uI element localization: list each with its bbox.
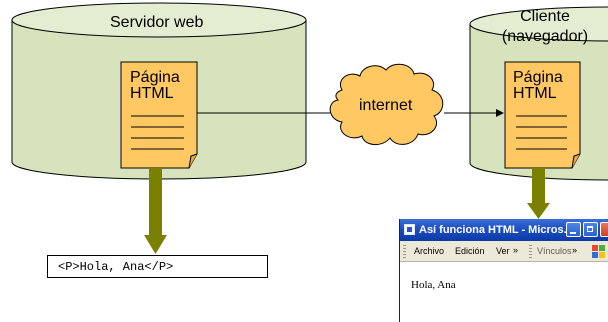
close-button[interactable] [600, 222, 608, 237]
connector-arrowhead [496, 109, 504, 117]
server-label: Servidor web [110, 14, 204, 31]
client-label-line1: Cliente [520, 8, 570, 25]
menu-edicion[interactable]: Edición [455, 246, 485, 256]
ie-page-icon [404, 224, 415, 235]
client-label-line2: (navegador) [501, 28, 589, 45]
windows-logo-icon [592, 245, 605, 258]
client-down-arrow [527, 168, 550, 219]
client-page-document [504, 61, 581, 169]
menu-archivo[interactable]: Archivo [414, 246, 445, 256]
server-page-document [120, 61, 198, 169]
menu-vinculos[interactable]: Vínculos [537, 246, 572, 256]
html-code-box: <P>Hola, Ana</P> [47, 255, 268, 278]
browser-window: Así funciona HTML - Micros... Archivo Ed… [399, 219, 608, 322]
menubar-grip[interactable] [403, 245, 406, 258]
browser-title: Así funciona HTML - Micros... [419, 224, 573, 236]
browser-content-text: Hola, Ana [411, 279, 456, 291]
browser-titlebar[interactable]: Así funciona HTML - Micros... [400, 219, 608, 241]
browser-menubar: Archivo Edición Ver » Vínculos » [400, 241, 608, 262]
minimize-button[interactable] [566, 222, 581, 237]
internet-label: internet [359, 97, 413, 114]
server-down-arrow [144, 168, 167, 254]
server-page-title-line1: Página [130, 69, 180, 86]
client-page-title-line1: Página [513, 69, 563, 86]
html-code-text: <P>Hola, Ana</P> [58, 260, 174, 274]
client-page-title-line2: HTML [513, 85, 557, 102]
browser-content: Hola, Ana [400, 262, 608, 322]
maximize-button[interactable] [583, 222, 598, 237]
menu-ver[interactable]: Ver [496, 246, 510, 256]
server-page-title-line2: HTML [130, 85, 174, 102]
menu-overflow-chevron[interactable]: » [513, 245, 519, 255]
links-overflow-chevron[interactable]: » [572, 245, 578, 255]
menubar-separator-grip[interactable] [529, 245, 532, 258]
internet-cloud [329, 63, 444, 145]
